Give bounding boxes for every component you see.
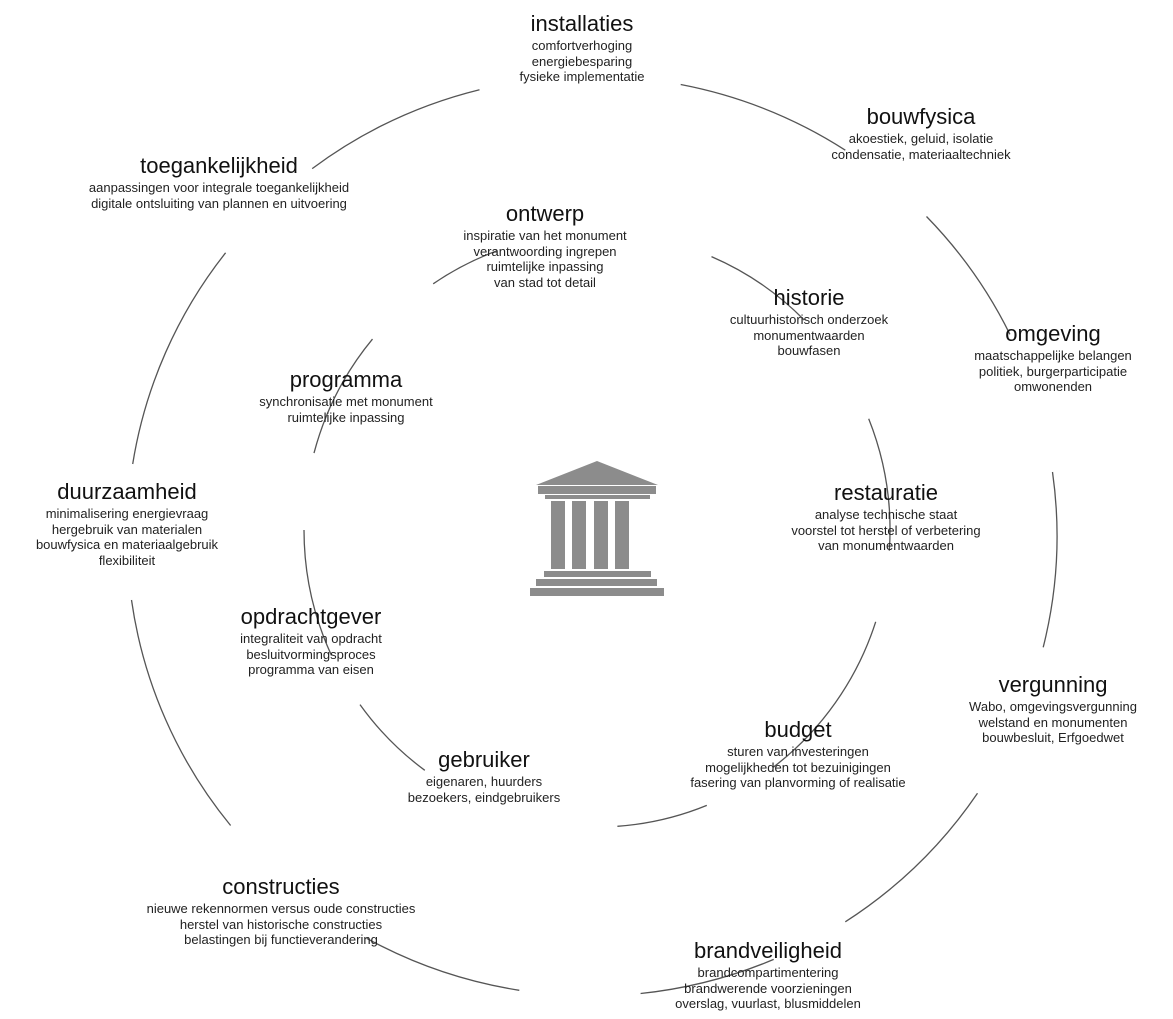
outer-ring-arc	[844, 792, 979, 923]
topic-detail: voorstel tot herstel of verbetering	[791, 522, 981, 538]
topic-detail: maatschappelijke belangen	[974, 348, 1132, 363]
topic-title: constructies	[222, 874, 340, 899]
topic-detail: akoestiek, geluid, isolatie	[848, 131, 994, 146]
topic-omgeving: omgeving maatschappelijke belangen polit…	[843, 322, 1173, 395]
topic-toegankelijkheid: toegankelijkheid aanpassingen voor integ…	[9, 154, 429, 211]
topic-detail: inspiratie van het monument	[463, 228, 627, 243]
topic-detail: comfortverhoging	[531, 38, 633, 53]
topic-detail: politiek, burgerparticipatie	[978, 363, 1128, 379]
topic-detail: digitale ontsluiting van plannen en uitv…	[91, 195, 347, 211]
inner-ring-arc	[303, 529, 333, 656]
topic-detail: verantwoording ingrepen	[473, 243, 617, 259]
topic-detail: fasering van planvorming of realisatie	[690, 775, 906, 790]
inner-ring-arc	[868, 418, 891, 551]
topic-title: installaties	[530, 11, 634, 36]
topic-detail: belastingen bij functieverandering	[184, 932, 378, 947]
topic-title: toegankelijkheid	[140, 153, 298, 178]
topic-title: ontwerp	[505, 201, 585, 226]
topic-detail: bouwfasen	[777, 343, 841, 358]
topic-detail: bouwfysica en materiaalgebruik	[35, 537, 219, 552]
topic-detail: integraliteit van opdracht	[240, 631, 382, 646]
topic-budget: budget sturen van investeringen mogelijk…	[588, 718, 1008, 791]
topic-title: historie	[773, 285, 845, 310]
topic-vergunning: vergunning Wabo, omgevingsvergunning wel…	[843, 673, 1173, 746]
topic-title: brandveiligheid	[694, 938, 842, 963]
topic-detail: herstel van historische constructies	[179, 916, 383, 932]
topic-programma: programma synchronisatie met monument ru…	[136, 368, 556, 425]
outer-ring-arc	[130, 599, 232, 826]
inner-ring-arc	[359, 704, 426, 771]
outer-ring-arc	[640, 958, 774, 995]
topic-title: vergunning	[998, 672, 1108, 697]
topic-detail: besluitvormingsproces	[246, 646, 376, 662]
topic-detail: energiebesparing	[531, 53, 633, 69]
topic-detail: fysieke implementatie	[519, 69, 645, 84]
topic-detail: hergebruik van materialen	[51, 521, 203, 537]
topic-detail: nieuwe rekennormen versus oude construct…	[146, 901, 416, 916]
topic-installaties: installaties comfortverhoging energiebes…	[372, 12, 792, 85]
topic-detail: cultuurhistorisch onderzoek	[729, 312, 889, 327]
topic-detail: analyse technische staat	[814, 507, 958, 522]
topic-detail: sturen van investeringen	[727, 744, 869, 759]
topic-title: bouwfysica	[866, 104, 976, 129]
topic-detail: bouwbesluit, Erfgoedwet	[982, 730, 1124, 745]
topic-detail: eigenaren, huurders	[425, 774, 543, 789]
monument-building-icon	[530, 461, 664, 596]
outer-ring-arc	[311, 89, 480, 170]
outer-ring	[130, 83, 1058, 995]
topic-detail: brandcompartimentering	[697, 965, 839, 980]
outer-ring-arc	[132, 252, 227, 465]
topic-bouwfysica: bouwfysica akoestiek, geluid, isolatie c…	[711, 105, 1131, 162]
topic-title: restauratie	[834, 480, 938, 505]
topic-detail: ruimtelijke inpassing	[287, 409, 405, 425]
topic-detail: welstand en monumenten	[978, 714, 1128, 730]
topic-detail: minimalisering energievraag	[45, 506, 209, 521]
topic-opdrachtgever: opdrachtgever integraliteit van opdracht…	[101, 605, 521, 678]
outer-ring-arc	[926, 216, 1011, 335]
topic-detail: monumentwaarden	[753, 327, 865, 343]
topic-title: budget	[764, 717, 832, 742]
inner-ring-arc	[432, 250, 498, 285]
topic-gebruiker: gebruiker eigenaren, huurders bezoekers,…	[274, 748, 694, 805]
inner-ring	[303, 250, 891, 827]
topic-title: omgeving	[1005, 321, 1101, 346]
topic-detail: synchronisatie met monument	[259, 394, 433, 409]
inner-ring-arc	[711, 256, 805, 321]
inner-ring-arc	[617, 804, 708, 827]
topic-detail: bezoekers, eindgebruikers	[407, 789, 561, 805]
topic-title: gebruiker	[438, 747, 530, 772]
topic-detail: overslag, vuurlast, blusmiddelen	[675, 996, 861, 1011]
inner-ring-arc	[772, 621, 877, 768]
inner-ring-arc	[313, 338, 374, 454]
outer-ring-arc	[1042, 471, 1058, 648]
topic-detail: condensatie, materiaaltechniek	[831, 146, 1011, 162]
outer-ring-arc	[366, 937, 520, 991]
topic-duurzaamheid: duurzaamheid minimalisering energievraag…	[0, 480, 337, 568]
topic-restauratie: restauratie analyse technische staat voo…	[676, 481, 1096, 554]
topic-title: programma	[289, 367, 403, 392]
topic-title: duurzaamheid	[57, 479, 197, 504]
topic-historie: historie cultuurhistorisch onderzoek mon…	[599, 286, 1019, 359]
topic-detail: programma van eisen	[248, 662, 374, 677]
topic-detail: mogelijkheden tot bezuinigingen	[705, 759, 891, 775]
topic-detail: van stad tot detail	[494, 274, 596, 290]
topic-detail: ruimtelijke inpassing	[486, 259, 604, 274]
topic-detail: van monumentwaarden	[818, 538, 954, 553]
topic-detail: omwonenden	[1013, 379, 1093, 394]
topic-constructies: constructies nieuwe rekennormen versus o…	[71, 875, 491, 948]
topic-detail: flexibiliteit	[98, 552, 156, 568]
topic-detail: aanpassingen voor integrale toegankelijk…	[88, 180, 350, 195]
topic-detail: brandwerende voorzieningen	[684, 980, 852, 996]
topic-detail: Wabo, omgevingsvergunning	[969, 699, 1137, 714]
topic-brandveiligheid: brandveiligheid brandcompartimentering b…	[558, 939, 978, 1012]
topic-title: opdrachtgever	[240, 604, 382, 629]
topic-ontwerp: ontwerp inspiratie van het monument vera…	[335, 202, 755, 290]
outer-ring-arc	[680, 83, 846, 151]
